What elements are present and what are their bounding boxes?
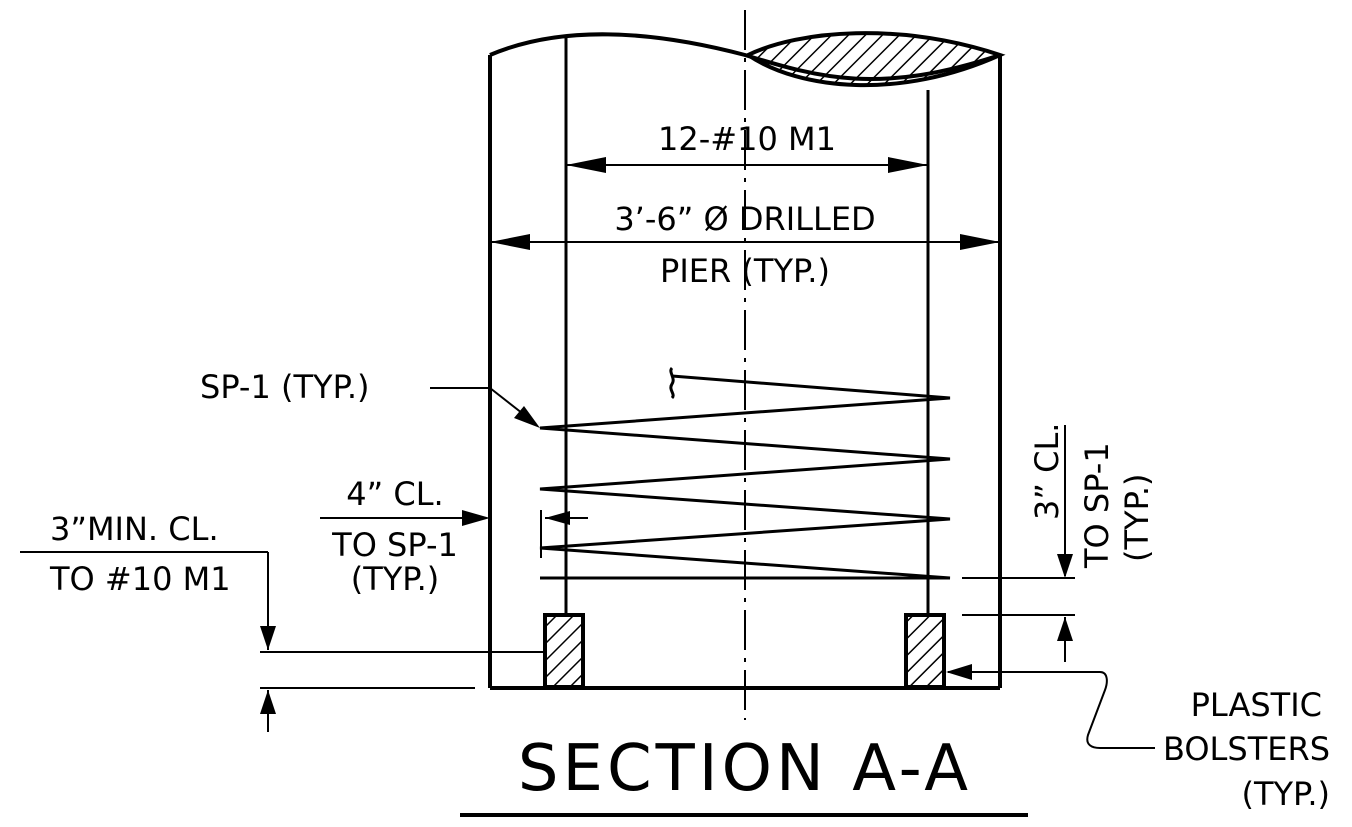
spiral-bottom-dimension — [962, 425, 1075, 662]
side-cover-label-line2: TO SP-1 — [331, 526, 458, 564]
bolsters-label-line2: BOLSTERS — [1163, 730, 1330, 768]
bolsters-label-line1: PLASTIC — [1191, 686, 1322, 724]
section-title: SECTION A-A — [518, 732, 972, 806]
bottom-cover-dimension — [20, 551, 545, 732]
bottom-cover-label-line2: TO #10 M1 — [49, 560, 231, 598]
pier-dimension — [490, 234, 1000, 250]
bolsters-label-line3: (TYP.) — [1241, 775, 1330, 813]
rebar-label: 12-#10 M1 — [658, 120, 836, 158]
spiral-bottom-label-line1: 3” CL. — [1028, 423, 1066, 520]
spiral-leader — [430, 387, 540, 428]
side-cover-label-line1: 4” CL. — [346, 475, 443, 513]
spiral-bottom-label-line3: (TYP.) — [1118, 473, 1156, 562]
bottom-cover-label-line1: 3”MIN. CL. — [50, 510, 219, 548]
pier-label-line1: 3’-6” Ø DRILLED — [614, 200, 875, 238]
spiral-bottom-label-line2: TO SP-1 — [1078, 442, 1116, 569]
spiral-label: SP-1 (TYP.) — [200, 368, 370, 406]
bolsters-leader — [946, 664, 1155, 749]
cut-section-hatch — [743, 31, 1006, 88]
bolster-right — [904, 613, 946, 689]
rebar-dimension — [566, 157, 928, 173]
pier-label-line2: PIER (TYP.) — [660, 252, 830, 290]
side-cover-label-line3: (TYP.) — [351, 560, 440, 598]
side-cover-dimension — [320, 510, 588, 558]
bolster-left — [543, 613, 585, 689]
spiral-sp1 — [539, 366, 951, 580]
